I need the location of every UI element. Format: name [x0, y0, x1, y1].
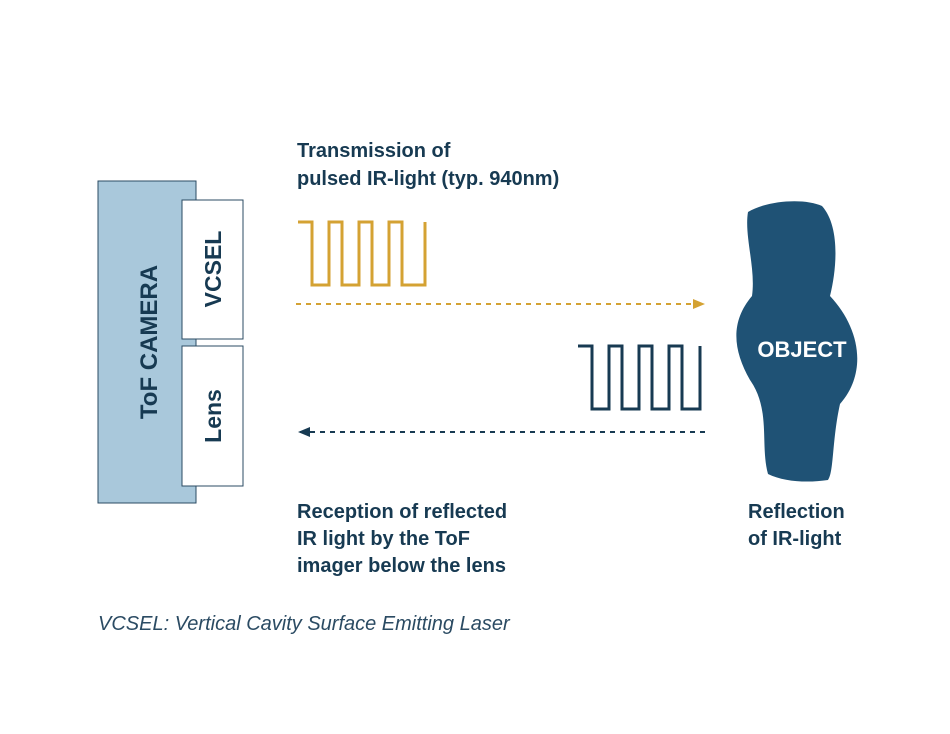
footnote: VCSEL: Vertical Cavity Surface Emitting …: [98, 613, 511, 635]
vcsel-label: VCSEL: [200, 231, 226, 308]
reception-line-1: Reception of reflected: [297, 501, 507, 523]
object-shape: [736, 201, 858, 482]
reflection-line-2: of IR-light: [748, 528, 842, 550]
transmission-line-1: Transmission of: [297, 140, 451, 162]
camera-body: [97, 180, 197, 504]
camera-label: ToF CAMERA: [136, 265, 163, 419]
object-label: OBJECT: [757, 337, 847, 362]
reception-line-3: imager below the lens: [297, 555, 506, 577]
lens-label: Lens: [200, 389, 226, 443]
vcsel-box: [181, 199, 244, 340]
lens-box: [181, 345, 244, 487]
received-pulse-train: [578, 344, 702, 411]
reflection-line-1: Reflection: [748, 501, 845, 523]
transmitted-pulse-train: [298, 220, 427, 287]
transmission-line-2: pulsed IR-light (typ. 940nm): [297, 168, 559, 190]
reception-line-2: IR light by the ToF: [297, 528, 470, 550]
